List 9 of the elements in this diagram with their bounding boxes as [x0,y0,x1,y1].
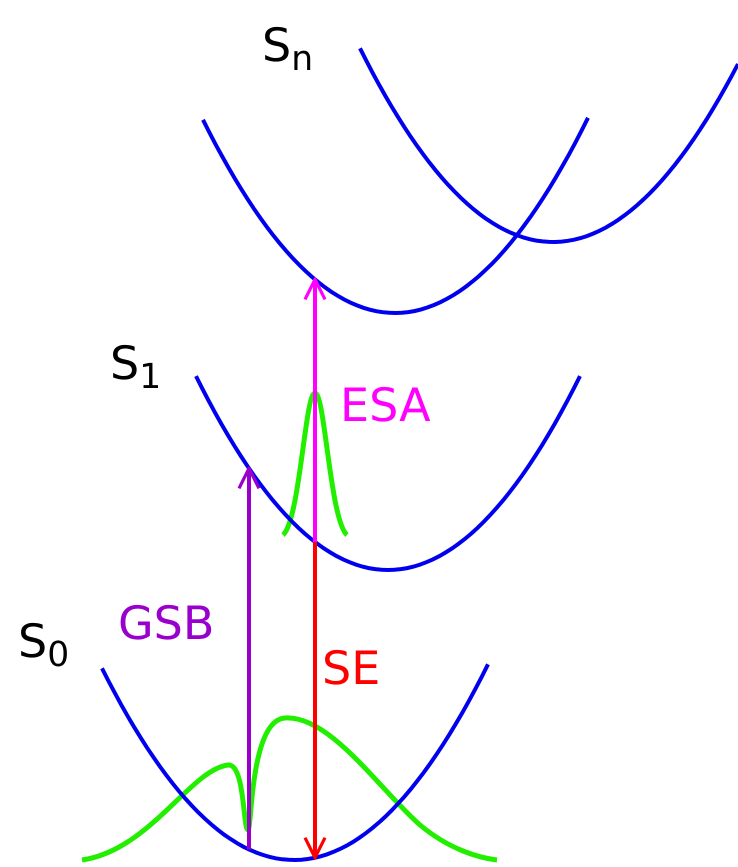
state-label: S$_{n}$ [262,22,314,68]
edge-label: SE [322,645,380,691]
state-label: S$_{0}$ [18,618,70,664]
edge-label: ESA [340,382,431,428]
transition-arrow [303,278,327,542]
transition-arrow [237,466,261,850]
transition-arrow [303,542,327,860]
state-label: S$_{1}$ [110,340,162,386]
edge-label: GSB [118,600,214,646]
